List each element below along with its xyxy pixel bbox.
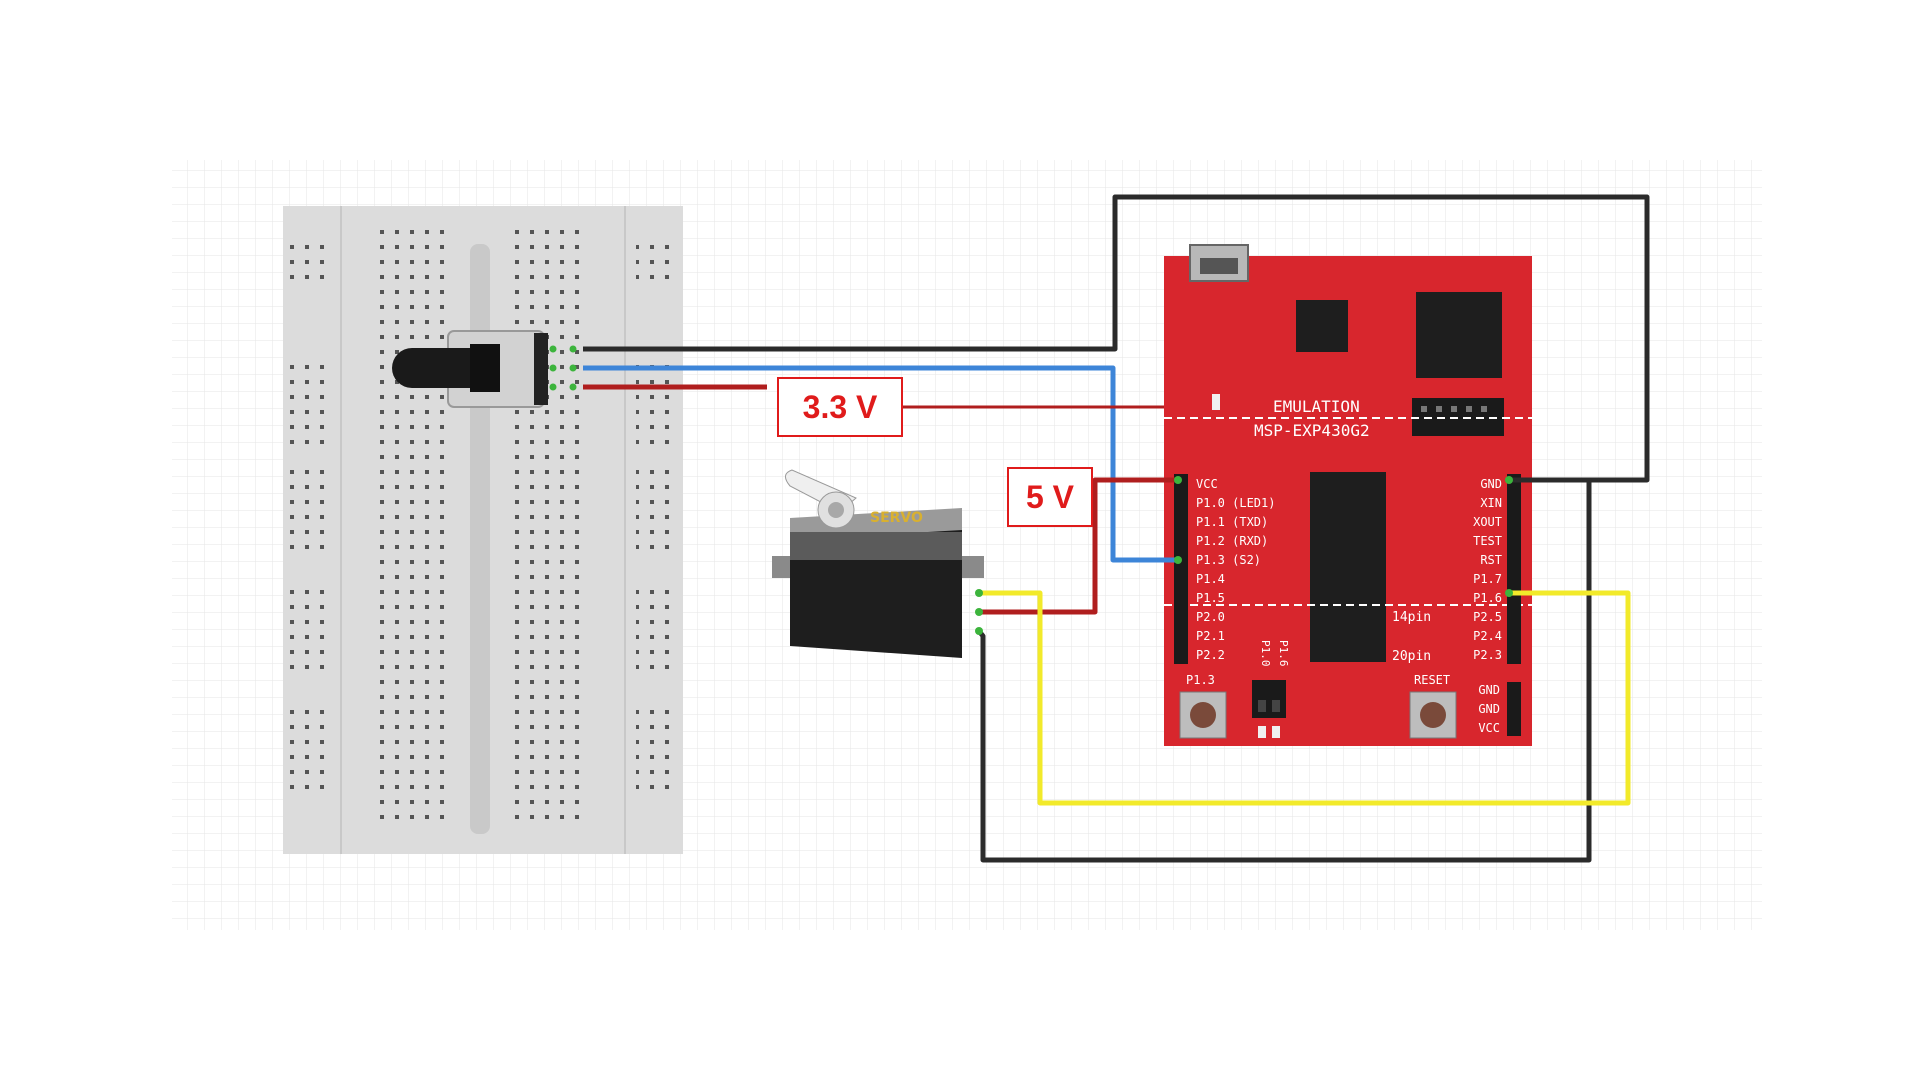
right-pin-label: XOUT xyxy=(1473,515,1502,529)
right-pin-label: XIN xyxy=(1480,496,1502,510)
right-pin-label: GND xyxy=(1480,477,1502,491)
emulation-label: EMULATION xyxy=(1273,397,1360,416)
jumper-label: P1.0 xyxy=(1259,640,1272,667)
wires xyxy=(583,194,1650,863)
left-pin-label: P1.3 (S2) xyxy=(1196,553,1261,567)
right-pin-label: P1.7 xyxy=(1473,572,1502,586)
right-pin-label: P2.3 xyxy=(1473,648,1502,662)
left-pin-label: P2.1 xyxy=(1196,629,1225,643)
wire-endpoints xyxy=(975,476,1513,635)
right-pin-label: TEST xyxy=(1473,534,1502,548)
wire-gnd-pot xyxy=(583,194,1650,483)
wire-gnd-servo xyxy=(977,477,1592,863)
left-pin-label: P2.0 xyxy=(1196,610,1225,624)
servo-label: SERVO xyxy=(870,510,923,526)
servo-motor: SERVO xyxy=(772,469,984,658)
board-model-label: MSP-EXP430G2 xyxy=(1254,421,1370,440)
pin-14-label: 14pin xyxy=(1392,610,1431,625)
left-pin-label: P2.2 xyxy=(1196,648,1225,662)
right-pin-label: P2.4 xyxy=(1473,629,1502,643)
label-3v3: 3.3 V xyxy=(777,377,903,437)
left-pin-label: VCC xyxy=(1196,477,1218,491)
right-pin-label: RST xyxy=(1480,553,1502,567)
bottom-right-pin-label: VCC xyxy=(1478,721,1500,735)
label-5v: 5 V xyxy=(1007,467,1093,527)
reset-button-label: RESET xyxy=(1414,673,1450,687)
right-pin-label: P2.5 xyxy=(1473,610,1502,624)
left-pin-label: P1.2 (RXD) xyxy=(1196,534,1268,548)
left-pin-label: P1.1 (TXD) xyxy=(1196,515,1268,529)
breadboard xyxy=(283,206,683,854)
launchpad-board: EMULATION MSP-EXP430G2 VCC P1.0 (LED1) P… xyxy=(1164,244,1532,746)
right-pin-label: P1.6 xyxy=(1473,591,1502,605)
pin-20-label: 20pin xyxy=(1392,649,1431,664)
jumper-label: P1.6 xyxy=(1277,640,1290,667)
bottom-right-pin-label: GND xyxy=(1478,683,1500,697)
wire-servo-signal xyxy=(979,590,1631,806)
p13-button-label: P1.3 xyxy=(1186,673,1215,687)
led-jumper[interactable] xyxy=(1252,680,1286,718)
bottom-right-pin-label: GND xyxy=(1478,702,1500,716)
left-pin-label: P1.4 xyxy=(1196,572,1225,586)
wire-signal-pot xyxy=(583,365,1178,563)
potentiometer xyxy=(392,330,577,408)
wire-5v-servo xyxy=(979,477,1178,615)
left-pin-label: P1.0 (LED1) xyxy=(1196,496,1275,510)
left-pin-label: P1.5 xyxy=(1196,591,1225,605)
